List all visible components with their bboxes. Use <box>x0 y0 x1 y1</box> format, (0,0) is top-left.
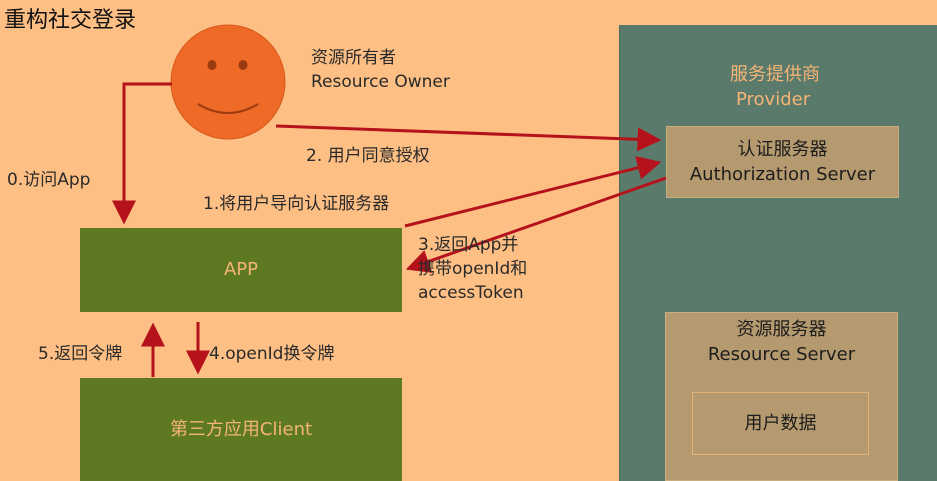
step3-label-line1: 3.返回App并 <box>418 235 519 255</box>
resource-owner-label-cn: 资源所有者 <box>311 48 396 68</box>
resource-server-box: 资源服务器 Resource Server <box>665 312 898 481</box>
authorization-server-label-cn: 认证服务器 <box>737 139 828 160</box>
resource-owner-smiley-icon <box>170 24 286 140</box>
step0-label: 0.访问App <box>7 170 91 190</box>
app-box: APP <box>80 228 402 312</box>
page-title: 重构社交登录 <box>4 8 137 33</box>
step4-label: 4.openId换令牌 <box>209 344 335 364</box>
step0-arrow <box>112 82 172 225</box>
resource-owner-label: 资源所有者 Resource Owner <box>311 46 450 94</box>
step1-arrow <box>404 156 662 228</box>
step2-arrow <box>275 124 662 152</box>
resource-server-label-cn: 资源服务器 <box>736 319 827 340</box>
client-box: 第三方应用Client <box>80 378 402 481</box>
resource-server-label-en: Resource Server <box>707 344 856 365</box>
step3-label-line2: 携带openId和 <box>418 259 528 279</box>
user-data-box: 用户数据 <box>692 392 869 455</box>
provider-label-cn: 服务提供商 <box>730 64 820 85</box>
resource-owner-label-en: Resource Owner <box>311 72 450 92</box>
step3-label-line3: accessToken <box>418 283 524 303</box>
step1-label: 1.将用户导向认证服务器 <box>203 194 390 214</box>
step3-arrow <box>405 176 667 273</box>
authorization-server-box: 认证服务器 Authorization Server <box>666 126 899 198</box>
provider-label: 服务提供商 Provider <box>730 62 820 112</box>
step2-label: 2. 用户同意授权 <box>306 146 430 166</box>
step5-label: 5.返回令牌 <box>38 344 123 364</box>
authorization-server-label-en: Authorization Server <box>689 164 876 185</box>
provider-label-en: Provider <box>736 89 811 110</box>
step3-label: 3.返回App并 携带openId和 accessToken <box>418 233 527 305</box>
